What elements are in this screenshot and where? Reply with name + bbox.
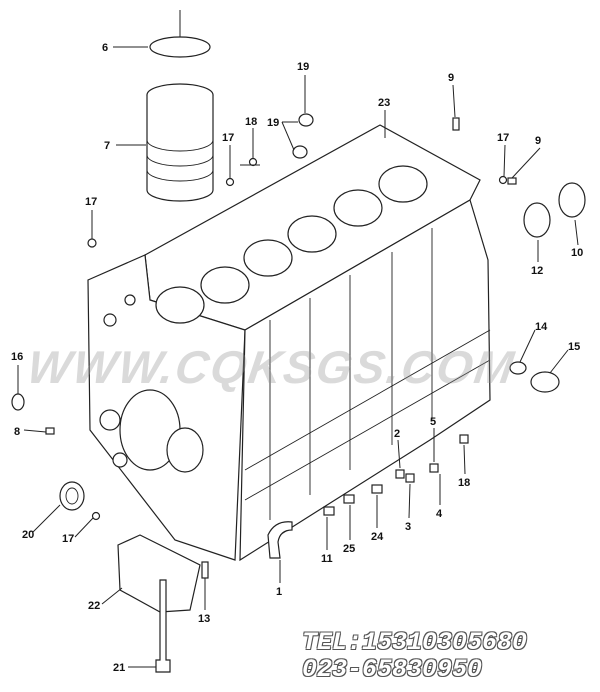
callout-18: 18 — [245, 116, 257, 128]
callout-9: 9 — [535, 135, 541, 147]
callout-21: 21 — [113, 662, 125, 674]
callout-2: 2 — [394, 428, 400, 440]
o-ring-small — [11, 393, 25, 411]
main-bearing-cap — [117, 534, 201, 613]
elbow-fitting — [267, 521, 293, 559]
callout-18: 18 — [458, 477, 470, 489]
fitting — [371, 484, 383, 494]
contact-tel: TEL:15310305680 — [302, 628, 528, 657]
o-ring-small — [91, 511, 101, 521]
callout-24: 24 — [371, 531, 384, 543]
fitting — [323, 506, 335, 516]
callout-10: 10 — [571, 247, 583, 259]
callout-22: 22 — [88, 600, 100, 612]
fitting — [507, 177, 517, 185]
callout-17: 17 — [62, 533, 74, 545]
callout-17: 17 — [497, 132, 509, 144]
callout-23: 23 — [378, 97, 390, 109]
fitting — [395, 469, 405, 479]
callout-3: 3 — [405, 521, 411, 533]
callout-19: 19 — [297, 61, 309, 73]
fitting — [45, 427, 55, 435]
callout-17: 17 — [85, 196, 97, 208]
callout-12: 12 — [531, 265, 543, 277]
callout-25: 25 — [343, 543, 355, 555]
callout-1: 1 — [276, 586, 282, 598]
cap-bolt — [155, 579, 171, 673]
o-ring-small — [498, 175, 508, 185]
callout-5: 5 — [430, 416, 436, 428]
o-ring-small — [248, 157, 258, 167]
front-seal — [59, 481, 85, 511]
o-ring-small — [87, 238, 97, 248]
callout-4: 4 — [436, 508, 443, 520]
callout-labels: 6 7 19 19 18 17 17 23 9 17 9 12 10 14 15… — [11, 42, 583, 674]
callout-13: 13 — [198, 613, 210, 625]
callout-14: 14 — [535, 321, 548, 333]
callout-7: 7 — [104, 140, 110, 152]
fitting — [452, 117, 460, 131]
callout-11: 11 — [321, 553, 333, 565]
callout-19: 19 — [267, 117, 279, 129]
leader-lines — [17, 10, 579, 668]
seal-ring — [558, 182, 586, 218]
contact-phone: 023-65830950 — [302, 655, 483, 684]
callout-16: 16 — [11, 351, 23, 363]
expansion-plug — [292, 145, 308, 159]
cover-plate — [530, 371, 560, 393]
callout-9: 9 — [448, 72, 454, 84]
callout-6: 6 — [102, 42, 108, 54]
seal-ring — [523, 202, 551, 238]
fitting — [405, 473, 415, 483]
o-ring — [149, 36, 211, 58]
plug — [509, 361, 527, 375]
callout-20: 20 — [22, 529, 34, 541]
o-ring-small — [225, 177, 235, 187]
callout-15: 15 — [568, 341, 580, 353]
fitting — [343, 494, 355, 504]
fitting — [459, 434, 469, 444]
expansion-plug — [298, 113, 314, 127]
cylinder-block — [87, 124, 491, 562]
dowel-pin — [201, 561, 209, 579]
callout-8: 8 — [14, 426, 20, 438]
callout-17: 17 — [222, 132, 234, 144]
watermark: WWW.CQKSGS.COM — [24, 341, 519, 393]
fitting — [429, 463, 439, 473]
cylinder-liner — [146, 83, 214, 202]
